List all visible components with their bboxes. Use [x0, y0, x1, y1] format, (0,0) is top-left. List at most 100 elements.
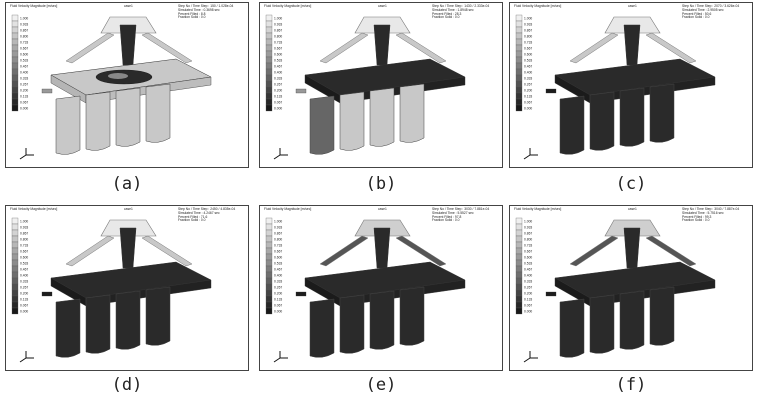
legend-swatch — [265, 80, 273, 88]
legend-tick-label: 0.400 — [20, 274, 28, 278]
legend-tick-label: 0.667 — [274, 47, 282, 51]
sim-info-step-line: Step No / Time Step : 2070 / 3.626e-04 — [682, 4, 740, 8]
legend-tick-label: 0.267 — [524, 286, 532, 290]
legend-swatch — [515, 104, 523, 112]
legend-swatch — [265, 235, 273, 243]
legend-tick-label: 0.333 — [20, 280, 28, 284]
legend-swatch — [11, 265, 19, 273]
legend-swatch — [515, 307, 523, 315]
casting-column — [589, 294, 615, 354]
legend-swatch — [515, 301, 523, 309]
legend-swatch — [11, 289, 19, 297]
legend-tick-label: 0.733 — [274, 244, 282, 248]
sim-info-percent-filled: Percent Filled : 99.3 — [682, 214, 712, 219]
casting-model — [545, 219, 716, 358]
sim-info-sim-time: Simulated Time : 5.7516 sec — [682, 210, 724, 215]
legend-tick-label: 0.467 — [20, 268, 28, 272]
axis-triad-icon — [273, 351, 288, 363]
legend-swatch — [515, 74, 523, 82]
legend-swatch — [265, 277, 273, 285]
casting-column — [649, 83, 675, 143]
legend-swatch — [11, 217, 19, 225]
sim-info-sim-time: Simulated Time : 4.2467 sec — [178, 210, 220, 215]
legend-tick-label: 0.733 — [524, 41, 532, 45]
legend-swatch — [265, 253, 273, 261]
legend-tick-label: 0.333 — [20, 77, 28, 81]
legend-swatch — [265, 20, 273, 28]
velocity-legend: 1.0000.9330.8670.8000.7330.6670.6000.533… — [265, 217, 282, 315]
legend-swatch — [11, 283, 19, 291]
legend-swatch — [265, 301, 273, 309]
legend-tick-label: 0.600 — [274, 53, 282, 57]
velocity-legend: 1.0000.9330.8670.8000.7330.6670.6000.533… — [265, 14, 282, 112]
legend-swatch — [11, 86, 19, 94]
caption-f: (f) — [615, 375, 647, 395]
sim-info-step-line: Step No / Time Step : 3040 / 7.887e-04 — [682, 207, 740, 211]
legend-tick-label: 1.000 — [20, 220, 28, 224]
legend-tick-label: 0.600 — [20, 256, 28, 260]
legend-tick-label: 0.933 — [524, 226, 532, 230]
legend-swatch — [515, 62, 523, 70]
caption-a: (a) — [111, 174, 143, 194]
legend-tick-label: 0.333 — [524, 280, 532, 284]
casting-column — [369, 290, 395, 350]
velocity-legend: 1.0000.9330.8670.8000.7330.6670.6000.533… — [11, 14, 28, 112]
casting-model — [545, 16, 716, 155]
legend-swatch — [11, 277, 19, 285]
legend-swatch — [515, 253, 523, 261]
casting-column — [559, 298, 585, 358]
legend-swatch — [265, 104, 273, 112]
legend-tick-label: 0.200 — [20, 89, 28, 93]
legend-tick-label: 0.467 — [20, 65, 28, 69]
legend-tick-label: 1.000 — [524, 17, 532, 21]
legend-swatch — [515, 217, 523, 225]
legend-tick-label: 0.267 — [274, 83, 282, 87]
casting-column — [309, 95, 335, 155]
legend-tick-label: 0.400 — [524, 71, 532, 75]
casting-column — [619, 290, 645, 350]
casting-model — [295, 219, 466, 358]
legend-tick-label: 0.067 — [524, 304, 532, 308]
legend-swatch — [515, 50, 523, 58]
sim-info-fraction-solid: Fraction Solid : 0.0 — [432, 15, 460, 20]
legend-tick-label: 0.800 — [20, 35, 28, 39]
legend-tick-label: 0.400 — [524, 274, 532, 278]
legend-tick-label: 0.333 — [524, 77, 532, 81]
legend-swatch — [11, 241, 19, 249]
legend-swatch — [265, 217, 273, 225]
legend-tick-label: 0.733 — [274, 41, 282, 45]
legend-swatch — [11, 20, 19, 28]
legend-swatch — [515, 92, 523, 100]
legend-tick-label: 0.267 — [20, 83, 28, 87]
legend-tick-label: 0.867 — [20, 29, 28, 33]
legend-swatch — [11, 223, 19, 231]
velocity-legend: 1.0000.9330.8670.8000.7330.6670.6000.533… — [515, 14, 532, 112]
sim-info-sim-time: Simulated Time : 1.8948 sec — [432, 7, 474, 12]
legend-tick-label: 0.200 — [20, 292, 28, 296]
legend-tick-label: 0.200 — [524, 89, 532, 93]
legend-tick-label: 0.867 — [524, 29, 532, 33]
legend-swatch — [515, 283, 523, 291]
legend-tick-label: 0.133 — [524, 298, 532, 302]
legend-swatch — [515, 271, 523, 279]
legend-tick-label: 0.200 — [274, 292, 282, 296]
legend-title: Fluid Velocity Magnitude [m/sec] — [10, 207, 58, 211]
sim-info-sim-time: Simulated Time : 0.3698 sec — [178, 7, 220, 12]
legend-swatch — [11, 253, 19, 261]
legend-tick-label: 0.867 — [20, 232, 28, 236]
legend-swatch — [11, 38, 19, 46]
legend-tick-label: 0.933 — [524, 23, 532, 27]
legend-title: Fluid Velocity Magnitude [m/sec] — [514, 207, 562, 211]
casting-column — [145, 286, 171, 346]
legend-tick-label: 0.867 — [274, 29, 282, 33]
legend-swatch — [265, 223, 273, 231]
legend-swatch — [265, 50, 273, 58]
legend-swatch — [515, 277, 523, 285]
legend-tick-label: 0.067 — [274, 101, 282, 105]
legend-tick-label: 1.000 — [274, 220, 282, 224]
legend-swatch — [11, 247, 19, 255]
legend-swatch — [11, 235, 19, 243]
